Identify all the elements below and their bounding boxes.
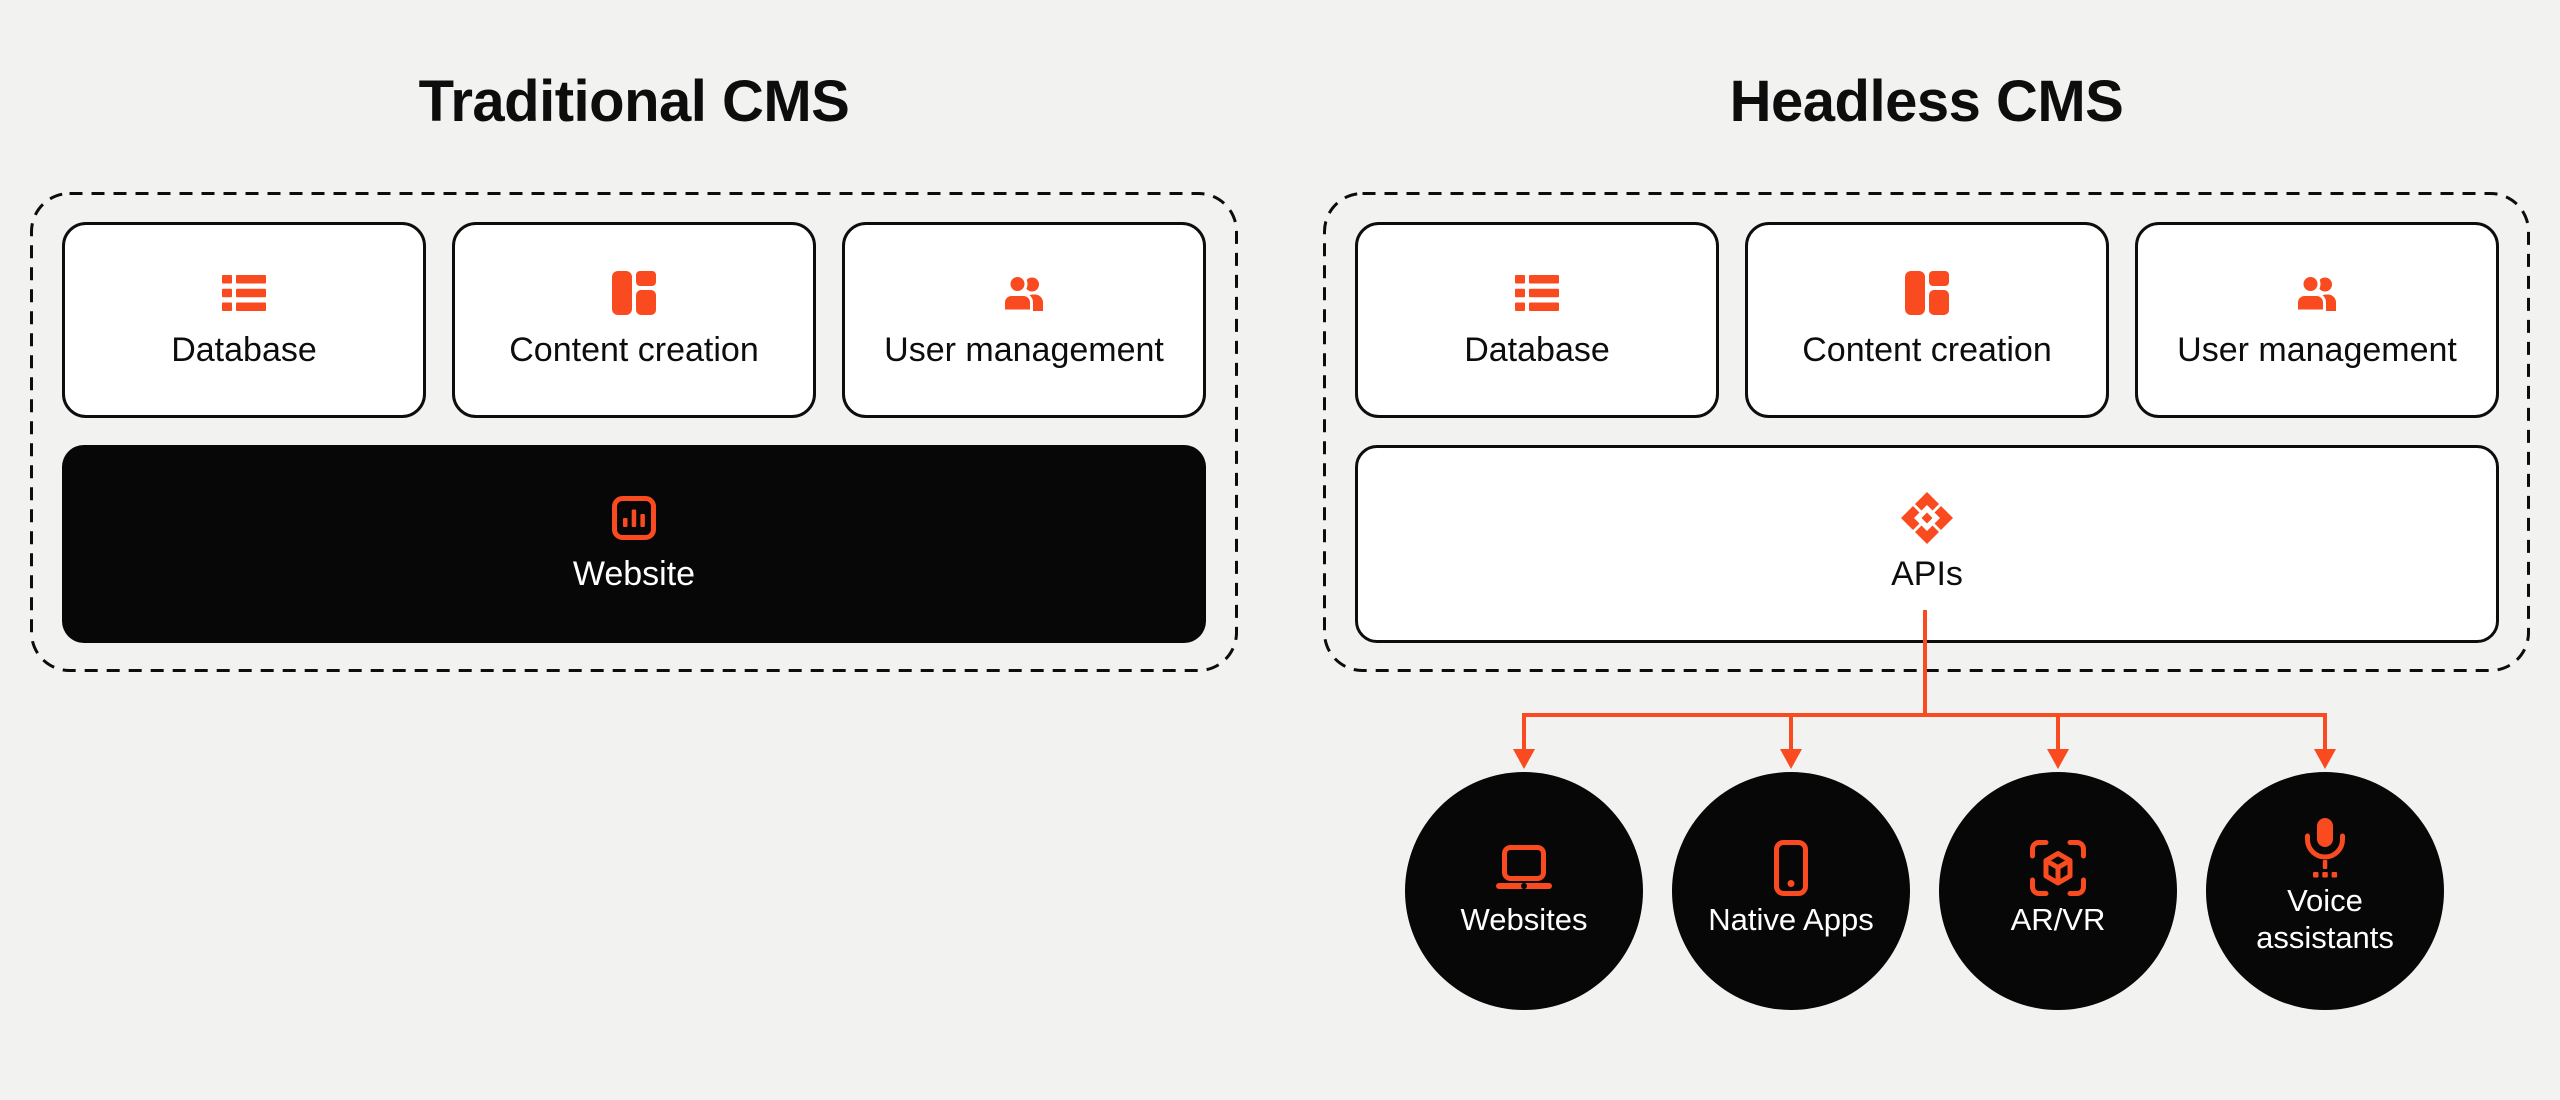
module-label: Database: [1464, 331, 1610, 369]
module-box-user-management: User management: [2135, 222, 2499, 418]
website-label: Website: [572, 554, 696, 593]
module-label: Content creation: [1802, 331, 2052, 369]
content-creation-icon: [612, 270, 656, 316]
module-box-content-creation: Content creation: [1745, 222, 2109, 418]
module-label: User management: [2177, 331, 2457, 369]
website-analytics-icon: [612, 495, 656, 541]
channel-circle-native-apps: Native Apps: [1672, 772, 1910, 1010]
laptop-icon: [1494, 844, 1554, 891]
module-box-user-management: User management: [842, 222, 1206, 418]
database-icon: [1515, 270, 1559, 316]
channel-label: Native Apps: [1708, 901, 1874, 937]
module-box-database: Database: [62, 222, 426, 418]
channel-circle-voice-assistants: Voice assistants: [2206, 772, 2444, 1010]
website-box: Website: [62, 445, 1206, 643]
user-management-icon: [2295, 270, 2339, 316]
user-management-icon: [1002, 270, 1046, 316]
ar-cube-icon: [2030, 839, 2086, 896]
module-box-database: Database: [1355, 222, 1719, 418]
module-label: User management: [884, 331, 1164, 369]
module-box-content-creation: Content creation: [452, 222, 816, 418]
smartphone-icon: [1774, 839, 1808, 896]
apis-label: APIs: [1891, 554, 1963, 593]
traditional-panel-dashed-border: [30, 192, 1238, 672]
channel-label: Websites: [1460, 901, 1588, 937]
traditional-cms-title: Traditional CMS: [418, 69, 850, 134]
database-icon: [222, 270, 266, 316]
content-creation-icon: [1905, 270, 1949, 316]
microphone-icon: [2303, 818, 2347, 878]
headless-cms-title: Headless CMS: [1729, 69, 2124, 134]
channel-label: AR/VR: [2010, 901, 2106, 937]
channel-circle-websites: Websites: [1405, 772, 1643, 1010]
module-label: Content creation: [509, 331, 759, 369]
channel-circle-arvr: AR/VR: [1939, 772, 2177, 1010]
apis-box: APIs: [1355, 445, 2499, 643]
module-label: Database: [171, 331, 317, 369]
channel-label: Voice assistants: [2256, 883, 2394, 955]
apis-diamond-icon: [1901, 491, 1953, 544]
